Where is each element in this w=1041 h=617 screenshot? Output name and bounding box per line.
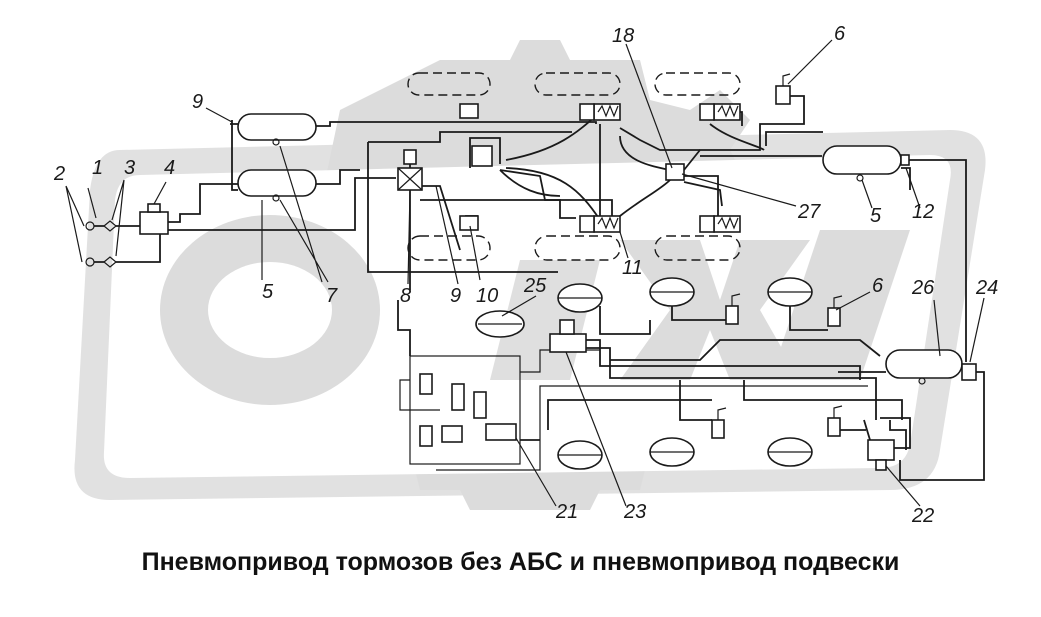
callout-5-right: 5 xyxy=(870,205,882,227)
figure-caption: Пневмопривод тормозов без АБС и пневмопр… xyxy=(141,548,900,576)
valve-10 xyxy=(471,145,493,167)
valve-24 xyxy=(961,363,977,381)
receiver-right xyxy=(822,145,902,175)
callout-6-right: 6 xyxy=(872,275,884,297)
callout-9-left: 9 xyxy=(192,91,203,113)
valve-6-top xyxy=(775,85,791,105)
callout-21: 21 xyxy=(555,501,578,523)
callout-6-top: 6 xyxy=(834,23,846,45)
callout-22: 22 xyxy=(911,505,934,527)
callout-9-mid: 9 xyxy=(450,285,461,307)
valve-22 xyxy=(867,439,895,461)
callout-12: 12 xyxy=(912,201,934,223)
callout-10: 10 xyxy=(476,285,498,307)
callout-5-left: 5 xyxy=(262,281,274,303)
callout-4: 4 xyxy=(164,157,175,179)
callout-3: 3 xyxy=(124,157,135,179)
valve-23 xyxy=(549,333,587,353)
receiver-upper xyxy=(237,113,317,141)
valve-18 xyxy=(665,163,685,181)
leader-lines xyxy=(65,39,985,507)
callout-27: 27 xyxy=(797,201,821,223)
callout-25: 25 xyxy=(523,275,547,297)
wheel-outlines xyxy=(407,72,741,261)
callout-26: 26 xyxy=(911,277,935,299)
callout-11: 11 xyxy=(622,257,643,279)
valves xyxy=(397,73,977,381)
lower-network xyxy=(397,300,985,481)
callout-23: 23 xyxy=(623,501,646,523)
callout-8: 8 xyxy=(400,285,411,307)
control-block-21 xyxy=(399,349,868,471)
air-receivers xyxy=(237,113,963,385)
receiver-suspension xyxy=(885,349,963,379)
callout-1: 1 xyxy=(92,157,103,179)
receiver-lower xyxy=(237,169,317,197)
suspension-bags xyxy=(475,277,813,470)
callout-labels: 1 2 3 4 9 5 7 8 9 10 11 18 6 27 5 12 25 … xyxy=(53,23,998,527)
brake-lines xyxy=(230,95,967,362)
callout-7: 7 xyxy=(326,285,338,307)
callout-24: 24 xyxy=(975,277,998,299)
callout-2: 2 xyxy=(53,163,65,185)
level-valves xyxy=(711,293,843,439)
callout-18: 18 xyxy=(612,25,634,47)
